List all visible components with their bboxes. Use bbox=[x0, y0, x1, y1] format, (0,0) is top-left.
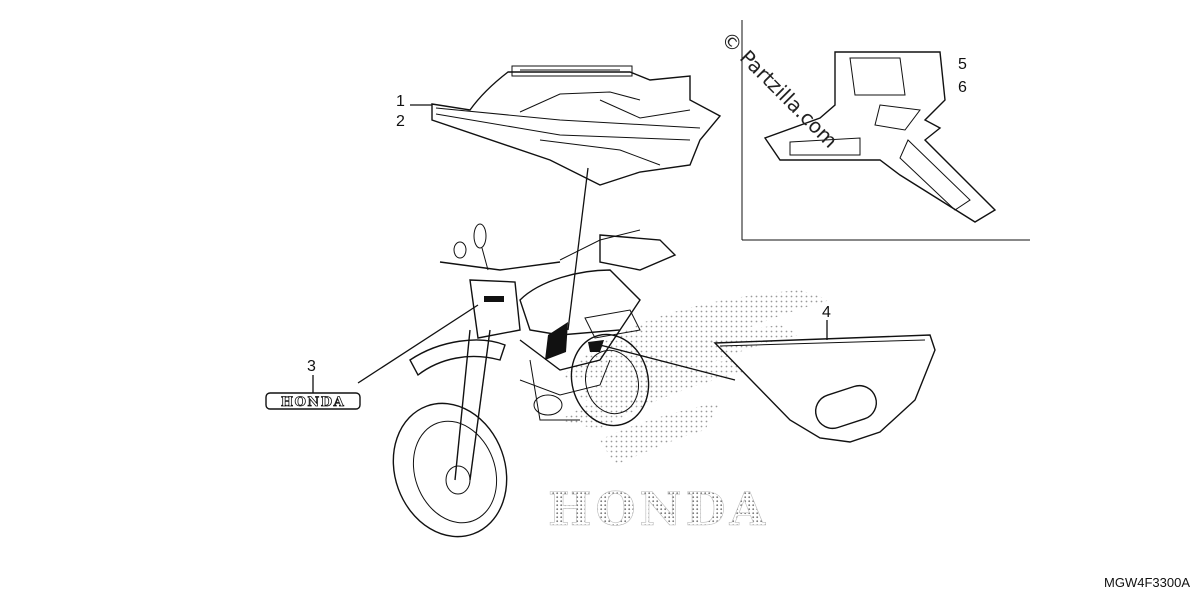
callout-5: 5 bbox=[958, 56, 967, 73]
callout-4: 4 bbox=[822, 304, 831, 321]
diagram-code: MGW4F3300A bbox=[1104, 575, 1190, 590]
leader-3-to-bike bbox=[357, 304, 479, 384]
callout-3: 3 bbox=[307, 358, 316, 375]
xr-emblem-decal[interactable] bbox=[763, 51, 997, 223]
callout-6: 6 bbox=[958, 79, 967, 96]
side-cover-decal[interactable] bbox=[713, 334, 936, 443]
background-logo-text: HONDA bbox=[548, 482, 769, 536]
honda-wing-watermark-logo: HONDA bbox=[548, 290, 830, 536]
leader-1-2-to-bike bbox=[567, 167, 589, 331]
side-stripe-decal[interactable] bbox=[431, 65, 722, 186]
callout-2: 2 bbox=[396, 113, 405, 130]
honda-emblem-decal[interactable]: HONDA bbox=[265, 392, 361, 410]
inset-box bbox=[741, 20, 1030, 241]
leader-4-to-bike bbox=[599, 344, 736, 381]
motorcycle-illustration bbox=[392, 223, 677, 538]
emblem-text: HONDA bbox=[281, 395, 345, 410]
callout-1: 1 bbox=[396, 93, 405, 110]
partzilla-watermark: © Partzilla.com bbox=[716, 27, 842, 153]
